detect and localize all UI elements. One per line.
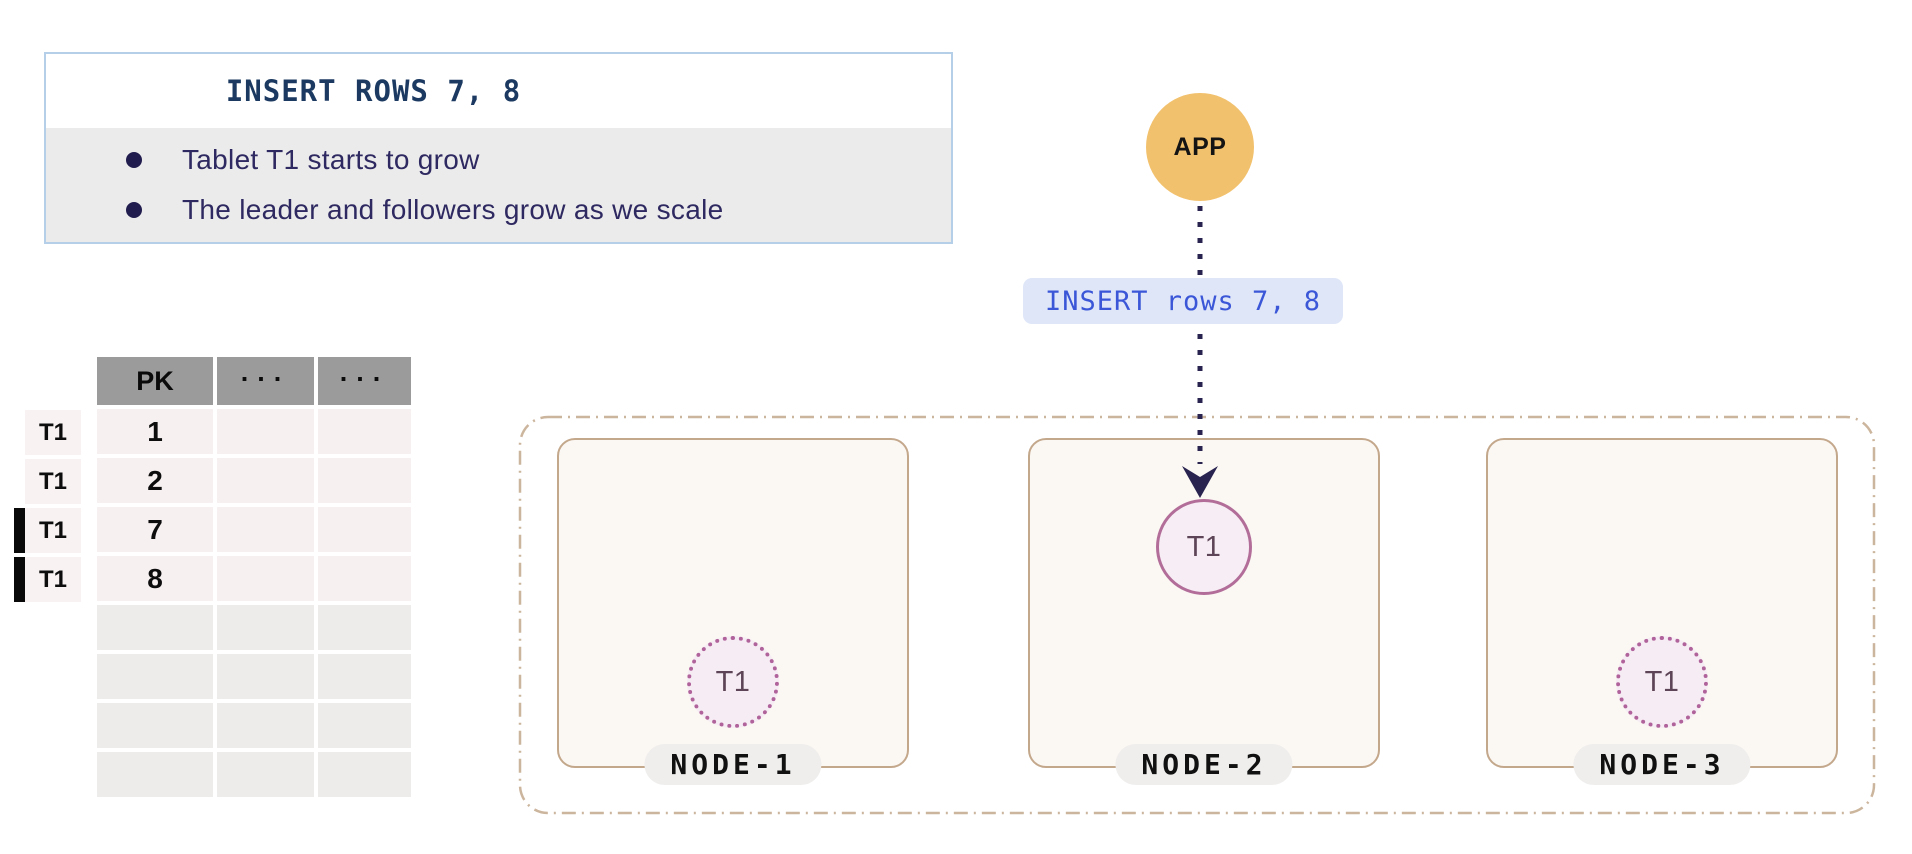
table-cell — [217, 409, 314, 454]
bullet-item: Tablet T1 starts to grow — [126, 142, 951, 178]
table-header-ellipsis: ... — [217, 357, 314, 405]
tablet-t1-leader: T1 — [1156, 499, 1252, 595]
node-3-label: NODE-3 — [1573, 744, 1751, 785]
table-cell-empty — [217, 605, 314, 650]
table-cell — [318, 458, 411, 503]
table-cell-pk: 1 — [97, 409, 213, 454]
table-cell-pk: 7 — [97, 507, 213, 552]
tablet-row-label: T1 — [25, 508, 81, 553]
tablet-label: T1 — [715, 665, 751, 698]
bullet-item: The leader and followers grow as we scal… — [126, 192, 951, 228]
info-box-body: Tablet T1 starts to grow The leader and … — [46, 128, 951, 242]
table-cell-empty — [97, 752, 213, 797]
bullet-text: The leader and followers grow as we scal… — [182, 194, 724, 225]
table-cell-empty — [318, 654, 411, 699]
node-1-label: NODE-1 — [644, 744, 822, 785]
info-box-title: INSERT ROWS 7, 8 — [46, 54, 951, 128]
table-cell-pk: 8 — [97, 556, 213, 601]
tablet-row-label: T1 — [25, 459, 81, 504]
insert-request-label: INSERT rows 7, 8 — [1023, 278, 1343, 324]
table-cell-empty — [97, 703, 213, 748]
tablet-row-label: T1 — [25, 410, 81, 455]
ellipsis-text: ... — [339, 356, 390, 387]
node-2: T1 NODE-2 — [1028, 438, 1380, 785]
app-circle: APP — [1146, 93, 1254, 201]
table-cell-pk: 2 — [97, 458, 213, 503]
table-header-pk: PK — [97, 357, 213, 405]
node-1: T1 NODE-1 — [557, 438, 909, 785]
info-box: INSERT ROWS 7, 8 Tablet T1 starts to gro… — [44, 52, 953, 244]
data-table: PK ... ... 1 2 7 8 — [97, 357, 411, 797]
tablet-t1-follower: T1 — [687, 636, 779, 728]
table-header-ellipsis: ... — [318, 357, 411, 405]
tablet-label-column: T1 T1 T1 T1 — [14, 410, 81, 602]
growth-marker — [14, 459, 25, 504]
table-cell-empty — [97, 605, 213, 650]
table-cell-empty — [217, 703, 314, 748]
growth-marker — [14, 410, 25, 455]
insert-arrow-icon — [1182, 206, 1218, 498]
table-cell — [217, 556, 314, 601]
node-3: T1 NODE-3 — [1486, 438, 1838, 785]
table-cell — [217, 458, 314, 503]
table-cell-empty — [318, 703, 411, 748]
table-cell-empty — [318, 605, 411, 650]
table-cell — [318, 556, 411, 601]
bullet-icon — [126, 152, 142, 168]
app-label: APP — [1173, 132, 1227, 161]
growth-marker — [14, 557, 25, 602]
growth-marker — [14, 508, 25, 553]
tablet-row-label: T1 — [25, 557, 81, 602]
bullet-icon — [126, 202, 142, 218]
table-cell-empty — [318, 752, 411, 797]
table-cell-empty — [217, 654, 314, 699]
table-cell-empty — [217, 752, 314, 797]
bullet-text: Tablet T1 starts to grow — [182, 144, 480, 175]
ellipsis-text: ... — [240, 356, 291, 387]
tablet-label: T1 — [1644, 665, 1680, 698]
cluster-boundary — [518, 415, 1876, 815]
table-cell-empty — [97, 654, 213, 699]
tablet-label: T1 — [1186, 530, 1222, 563]
tablet-t1-follower: T1 — [1616, 636, 1708, 728]
table-cell — [217, 507, 314, 552]
table-cell — [318, 409, 411, 454]
node-2-label: NODE-2 — [1115, 744, 1293, 785]
table-cell — [318, 507, 411, 552]
